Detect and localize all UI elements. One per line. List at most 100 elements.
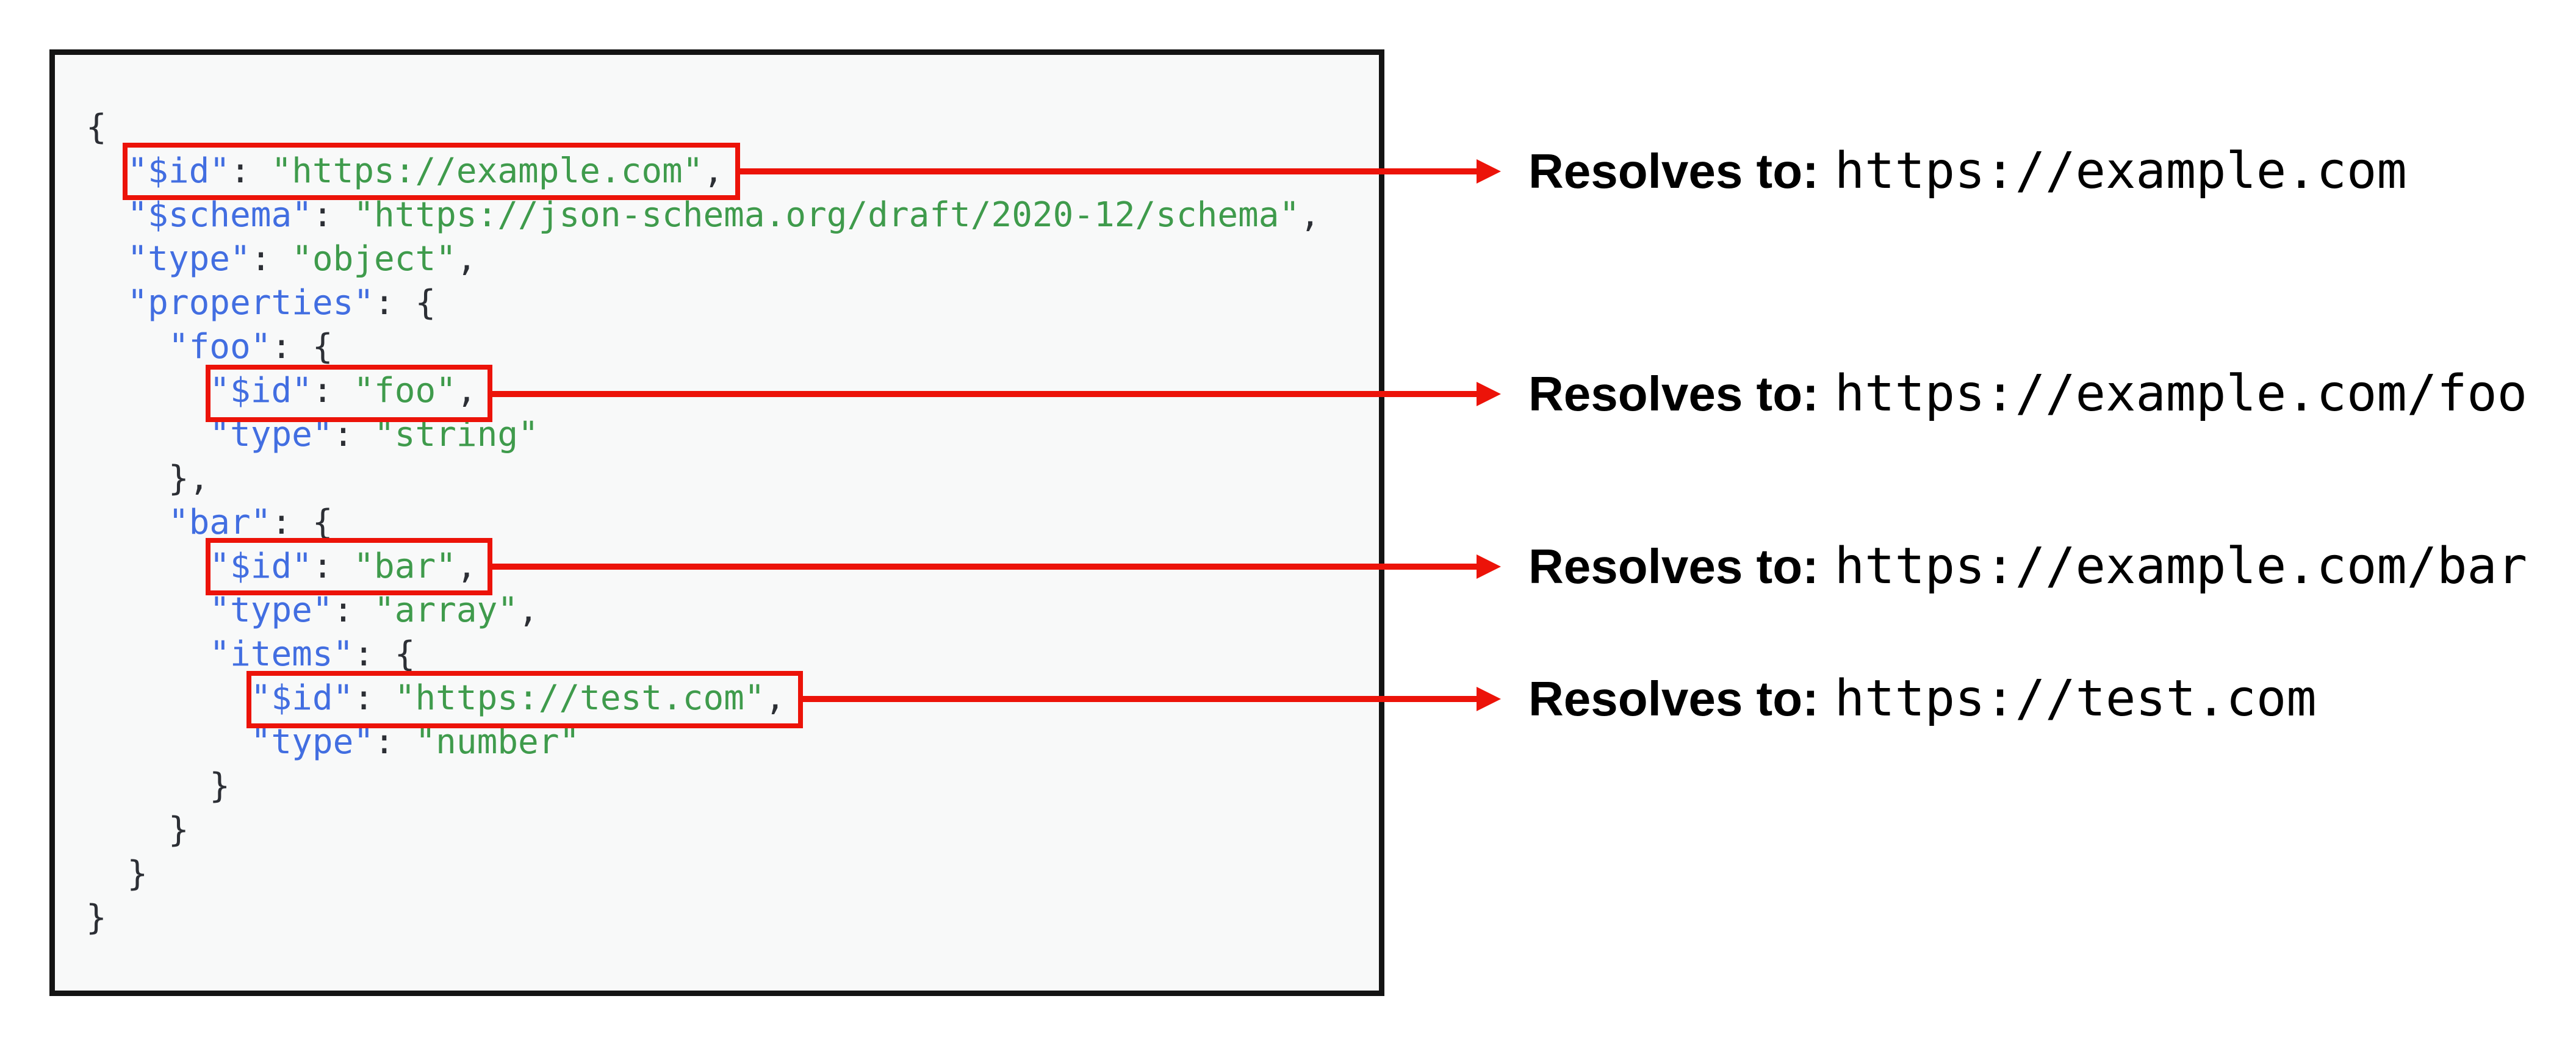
code-line: "type": "object", <box>86 237 1379 281</box>
annotation-url: https://example.com/bar <box>1834 537 2528 595</box>
json-punctuation <box>86 371 209 410</box>
json-punctuation: : <box>250 239 292 279</box>
json-punctuation: : <box>312 547 354 586</box>
json-punctuation: , <box>1300 195 1320 235</box>
json-string-value: "https://test.com" <box>394 678 765 718</box>
json-punctuation: } <box>86 898 107 937</box>
json-punctuation: : { <box>353 634 416 674</box>
json-punctuation: : <box>230 151 272 191</box>
highlight-box-foo-id <box>206 365 492 422</box>
json-punctuation <box>86 547 209 586</box>
code-line: "foo": { <box>86 325 1379 369</box>
code-line: "$id": "https://example.com", <box>86 149 1379 193</box>
json-key: "foo" <box>168 327 272 367</box>
annotation-url: https://test.com <box>1834 670 2317 728</box>
annotation-foo-id: Resolves to: https://example.com/foo <box>1528 364 2527 425</box>
json-punctuation: }, <box>86 459 210 498</box>
json-key: "bar" <box>168 503 272 542</box>
annotation-label: Resolves to: <box>1528 367 1819 421</box>
json-string-value: "number" <box>415 722 580 762</box>
code-line: "$schema": "https://json-schema.org/draf… <box>86 193 1379 237</box>
code-line: "$id": "foo", <box>86 369 1379 413</box>
highlight-box-items-id <box>246 671 803 728</box>
json-key: "type" <box>127 239 251 279</box>
highlight-box-root-id <box>123 143 740 200</box>
json-punctuation <box>86 722 251 762</box>
json-punctuation: : <box>353 678 395 718</box>
json-punctuation: } <box>86 810 189 850</box>
json-key: "$id" <box>127 151 231 191</box>
code-line: }, <box>86 457 1379 501</box>
annotation-bar-id: Resolves to: https://example.com/bar <box>1528 536 2527 597</box>
code-line: "$id": "bar", <box>86 545 1379 589</box>
json-punctuation <box>86 151 127 191</box>
json-punctuation: , <box>456 239 477 279</box>
json-string-value: "https://json-schema.org/draft/2020-12/s… <box>353 195 1300 235</box>
highlight-box-bar-id <box>206 538 492 595</box>
code-line: "type": "number" <box>86 720 1379 764</box>
json-punctuation <box>86 239 127 279</box>
json-string-value: "object" <box>292 239 456 279</box>
code-line: } <box>86 808 1379 852</box>
arrow-shaft <box>798 696 1479 702</box>
arrowhead-icon <box>1477 382 1501 406</box>
annotation-label: Resolves to: <box>1528 539 1819 593</box>
json-schema-code-panel: { "$id": "https://example.com", "$schema… <box>49 49 1384 996</box>
json-punctuation: : <box>312 371 354 410</box>
json-key: "items" <box>209 634 354 674</box>
arrow-shaft <box>487 391 1479 397</box>
json-punctuation: } <box>86 766 231 806</box>
json-punctuation: , <box>456 371 477 410</box>
json-punctuation <box>86 590 209 630</box>
json-key: "$schema" <box>127 195 312 235</box>
json-punctuation <box>86 634 209 674</box>
json-punctuation: : <box>312 195 354 235</box>
json-punctuation: , <box>518 590 539 630</box>
json-punctuation: , <box>765 678 786 718</box>
json-string-value: "foo" <box>353 371 456 410</box>
json-punctuation: : <box>374 722 416 762</box>
json-punctuation: : <box>333 590 375 630</box>
json-punctuation <box>86 503 168 542</box>
json-key: "type" <box>209 590 333 630</box>
annotation-url: https://example.com <box>1834 142 2407 200</box>
annotation-root-id: Resolves to: https://example.com <box>1528 141 2407 202</box>
code-line: "items": { <box>86 633 1379 676</box>
json-key: "$id" <box>250 678 354 718</box>
code-line: "$id": "https://test.com", <box>86 676 1379 720</box>
json-punctuation: : { <box>374 283 436 323</box>
annotation-url: https://example.com/foo <box>1834 365 2528 423</box>
annotation-label: Resolves to: <box>1528 672 1819 726</box>
json-key: "type" <box>250 722 375 762</box>
json-punctuation <box>86 415 209 454</box>
code-line: "properties": { <box>86 281 1379 325</box>
json-key: "properties" <box>127 283 375 323</box>
json-string-value: "https://example.com" <box>271 151 703 191</box>
code-line: } <box>86 896 1379 940</box>
json-punctuation: , <box>456 547 477 586</box>
code-line: } <box>86 852 1379 896</box>
arrowhead-icon <box>1477 159 1501 184</box>
arrowhead-icon <box>1477 687 1501 711</box>
arrow-shaft <box>487 564 1479 570</box>
code-line: "type": "array", <box>86 589 1379 633</box>
code-line: } <box>86 764 1379 808</box>
json-key: "$id" <box>209 371 312 410</box>
json-punctuation: : { <box>271 327 333 367</box>
json-punctuation: , <box>703 151 724 191</box>
code-line: { <box>86 106 1379 149</box>
json-punctuation <box>86 678 251 718</box>
json-key: "$id" <box>209 547 312 586</box>
annotation-label: Resolves to: <box>1528 144 1819 198</box>
code-line: "bar": { <box>86 501 1379 545</box>
json-string-value: "array" <box>374 590 519 630</box>
annotation-items-id: Resolves to: https://test.com <box>1528 668 2317 729</box>
json-punctuation <box>86 327 168 367</box>
json-string-value: "bar" <box>353 547 456 586</box>
arrowhead-icon <box>1477 554 1501 579</box>
json-punctuation: { <box>86 107 107 147</box>
arrow-shaft <box>735 168 1479 174</box>
json-punctuation <box>86 283 127 323</box>
json-punctuation: } <box>86 854 148 894</box>
